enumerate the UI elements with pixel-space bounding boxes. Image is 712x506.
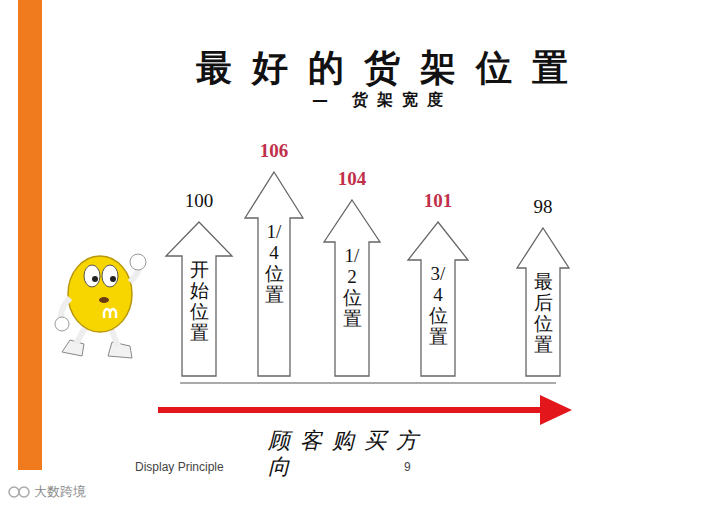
index-number: 101 (424, 190, 453, 212)
arrow-shape (166, 222, 232, 376)
mascot-shoe (62, 340, 84, 356)
mascot-logo (104, 309, 116, 318)
mascot-glove (55, 317, 69, 331)
subtitle: — 货架宽度 (312, 90, 452, 109)
position-label: 最后位置 (534, 272, 553, 356)
watermark: 大数跨境 (34, 484, 86, 500)
mascot-glove (130, 254, 146, 270)
watermark-logo (9, 487, 29, 497)
position-label: 3/4位置 (429, 264, 448, 348)
arrow-shape (245, 172, 303, 376)
mascot-eye (102, 265, 118, 287)
footer-text: Display Principle (135, 460, 224, 474)
side-bar (18, 0, 42, 470)
mascot-pupil (110, 276, 116, 282)
mascot-body (68, 256, 132, 332)
shelf-position-arrow: 100 开始位置 (166, 190, 232, 376)
position-label: 开始位置 (190, 260, 209, 344)
shelf-position-arrow: 104 1/2位置 (324, 168, 380, 376)
shelf-position-arrow: 98 最后位置 (517, 196, 569, 376)
mascot-mouth (99, 297, 109, 303)
index-number: 100 (185, 190, 214, 212)
direction-label: 顾客购买方向 (268, 428, 458, 481)
index-number: 104 (338, 168, 367, 190)
arrow-shape (324, 200, 380, 376)
index-number: 106 (260, 140, 289, 162)
direction-arrow-shaft (158, 407, 544, 413)
mascot (55, 254, 146, 358)
arrow-shape (517, 228, 569, 376)
index-number: 98 (534, 196, 553, 218)
shelf-line (180, 382, 556, 384)
direction-arrow-head (540, 395, 572, 425)
mascot-eye (84, 265, 100, 287)
shelf-position-arrow: 106 1/4位置 (245, 140, 303, 376)
shelf-position-arrow: 101 3/4位置 (408, 190, 468, 376)
title: 最好的货架位置 (196, 44, 588, 93)
mascot-pupil (92, 276, 98, 282)
page-number: 9 (404, 460, 411, 474)
arrow-shape (408, 222, 468, 376)
position-label: 1/2位置 (343, 246, 362, 330)
position-label: 1/4位置 (265, 222, 284, 306)
